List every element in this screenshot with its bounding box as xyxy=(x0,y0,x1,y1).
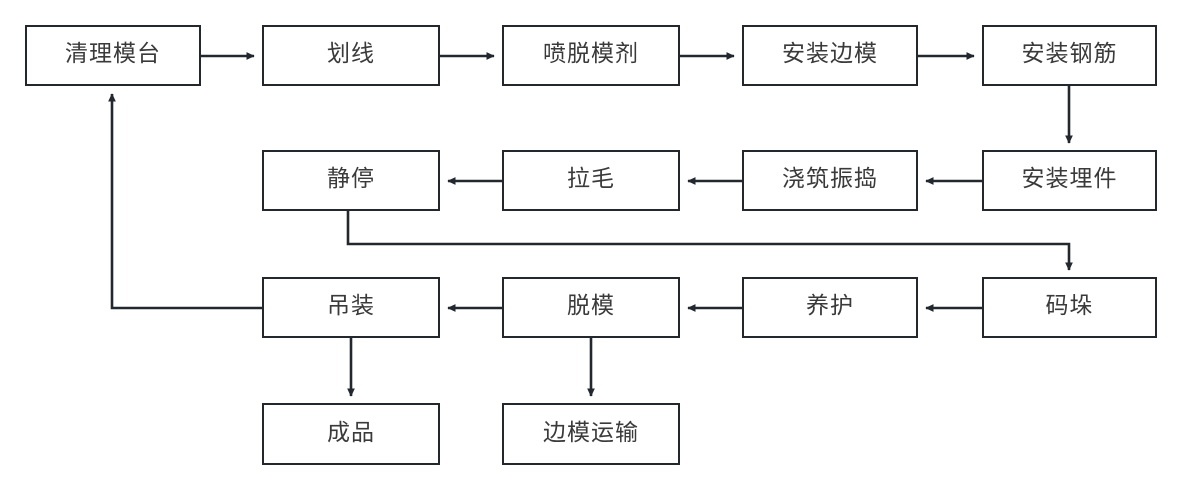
node-label: 吊装 xyxy=(327,293,375,319)
node-label: 安装钢筋 xyxy=(1021,41,1118,67)
node-jiaozhuzhendao[interactable]: 浇筑振捣 xyxy=(742,150,918,211)
node-yanghu[interactable]: 养护 xyxy=(742,277,918,338)
node-label: 脱模 xyxy=(567,293,615,319)
node-jingting[interactable]: 静停 xyxy=(262,150,440,211)
node-chengpin[interactable]: 成品 xyxy=(262,403,440,465)
node-label: 静停 xyxy=(327,166,375,192)
node-label: 边模运输 xyxy=(543,419,639,446)
node-label: 浇筑振捣 xyxy=(782,166,878,192)
node-label: 清理模台 xyxy=(65,41,161,67)
node-label: 成品 xyxy=(327,419,375,446)
edge-jingting-maduo xyxy=(346,211,1073,271)
node-label: 码垛 xyxy=(1045,293,1094,319)
node-bianmoyunshu[interactable]: 边模运输 xyxy=(502,403,680,465)
node-anzhuanggangjin[interactable]: 安装钢筋 xyxy=(982,25,1157,86)
node-diaozhuang[interactable]: 吊装 xyxy=(262,277,440,338)
node-label: 养护 xyxy=(806,293,854,319)
node-label: 安装边模 xyxy=(782,41,878,67)
node-anzhuangmaijian[interactable]: 安装埋件 xyxy=(982,150,1157,211)
node-label: 喷脱模剂 xyxy=(543,41,639,67)
node-label: 划线 xyxy=(327,41,375,67)
node-huaxian[interactable]: 划线 xyxy=(262,25,440,86)
node-label: 安装埋件 xyxy=(1021,166,1118,192)
node-label: 拉毛 xyxy=(567,166,615,192)
edge-diaozhuang-qinglimotai-feedback xyxy=(108,93,262,310)
node-maduo[interactable]: 码垛 xyxy=(982,277,1157,338)
node-qinglimotai[interactable]: 清理模台 xyxy=(25,25,201,86)
node-tuomo[interactable]: 脱模 xyxy=(502,277,680,338)
node-anzhuangbianmo[interactable]: 安装边模 xyxy=(742,25,918,86)
node-lamao[interactable]: 拉毛 xyxy=(502,150,680,211)
node-pentuomoji[interactable]: 喷脱模剂 xyxy=(502,25,680,86)
